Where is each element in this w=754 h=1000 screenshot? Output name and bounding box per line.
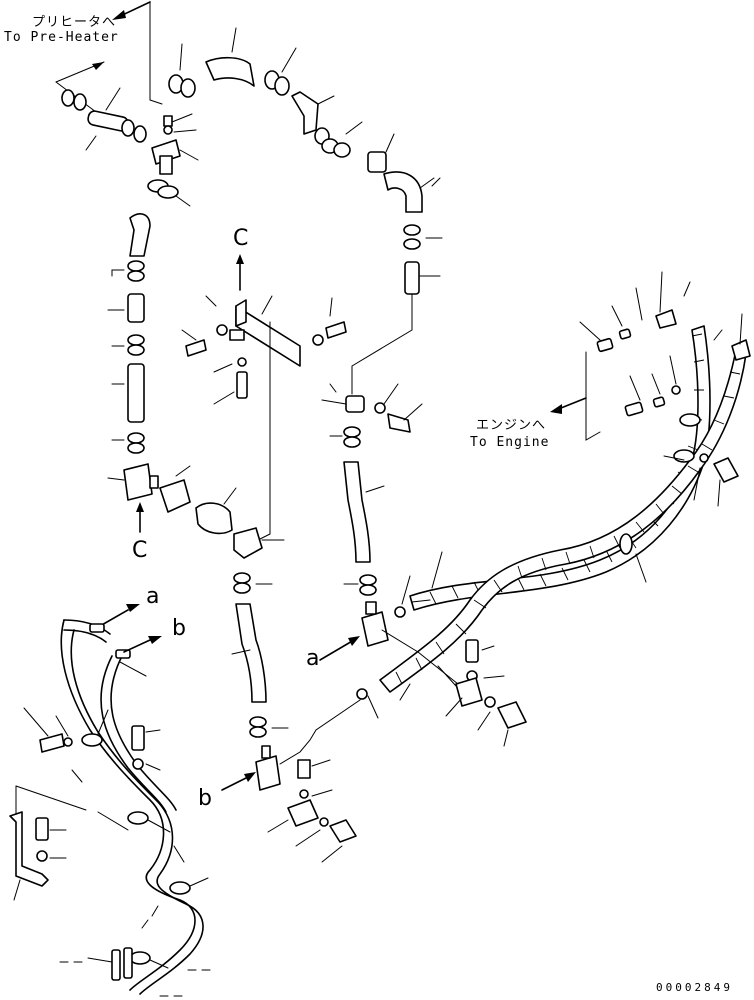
reference-b-left: b	[198, 786, 212, 811]
preheater-arrow	[112, 1, 163, 105]
misc-leader-lines	[107, 177, 459, 685]
preheater-label-english: To Pre-Heater	[4, 30, 119, 45]
drawing-number: 00002849	[656, 981, 733, 994]
reference-a-left: a	[306, 646, 320, 671]
lower-left-tube-bundle	[23, 604, 211, 997]
right-vertical-hose	[319, 224, 443, 661]
reference-c-bottom: C	[132, 538, 148, 563]
top-center-hoses	[168, 27, 435, 213]
top-left-hose-assembly	[61, 87, 199, 207]
center-vertical-hose	[221, 572, 379, 863]
far-left-bracket	[9, 785, 87, 901]
lower-center-bracket	[437, 639, 527, 747]
reference-a-right: a	[146, 584, 160, 609]
reference-c-top: C	[233, 226, 249, 251]
left-vertical-hose-chain	[107, 213, 159, 533]
engine-hoses	[379, 271, 751, 701]
center-bracket-assembly	[159, 254, 347, 559]
engine-label-english: To Engine	[470, 435, 550, 450]
reference-b-right: b	[172, 616, 186, 641]
engine-label-japanese: エンジンへ	[476, 418, 547, 433]
preheater-label-japanese: プリヒータへ	[32, 15, 117, 30]
